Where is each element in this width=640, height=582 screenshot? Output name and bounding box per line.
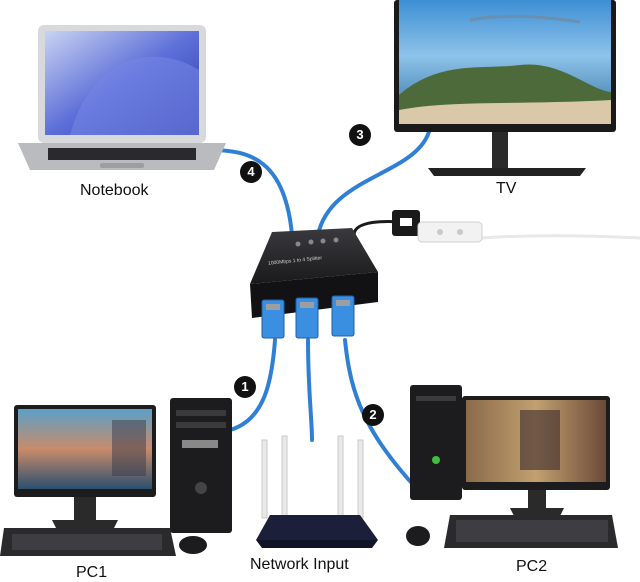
pc2-label: PC2 [516,558,547,576]
port-badge-4: 4 [240,161,262,183]
tv-label: TV [496,180,516,198]
router-device [256,436,378,548]
router-label: Network Input [250,556,349,574]
tv-device [394,0,616,176]
port-badge-1: 1 [234,376,256,398]
port-badge-2: 2 [362,404,384,426]
pc1-label: PC1 [76,564,107,582]
power-strip [392,210,482,242]
pc2-peripherals [406,515,618,548]
pc2-monitor [462,396,610,516]
pc1-tower [170,398,232,533]
notebook-device [18,25,226,170]
pc1-monitor [14,405,156,528]
port-badge-3: 3 [349,124,371,146]
switch-box [250,228,378,338]
cable-router [308,340,312,440]
pc2-tower [410,385,462,500]
notebook-label: Notebook [80,182,149,200]
